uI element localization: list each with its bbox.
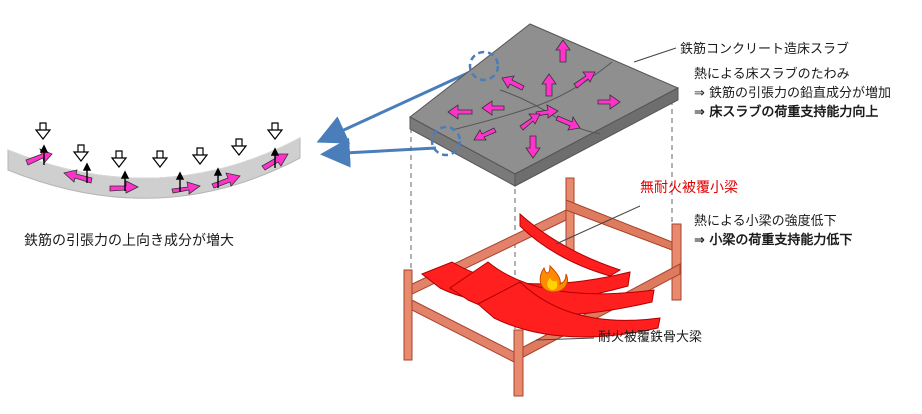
main-beam-title-label: 耐火被覆鉄骨大梁 — [598, 330, 703, 345]
load-arrow-icon — [72, 144, 90, 162]
slab-effect-line-3: ⇒ 床スラブの荷重支持能力向上 — [694, 105, 879, 120]
rebar-caption-label: 鉄筋の引張力の上向き成分が増大 — [24, 233, 234, 249]
slab-effect-line-1: 熱による床スラブのたわみ — [694, 67, 850, 82]
slab-effect-line-2: ⇒ 鉄筋の引張力の鉛直成分が増加 — [694, 86, 892, 101]
rebar-arrow-icon — [109, 180, 139, 194]
dashed-circle-marker — [430, 125, 462, 157]
load-arrow-icon — [266, 122, 284, 140]
rebar-arrow-icon — [63, 169, 93, 184]
leader-lines — [535, 47, 677, 341]
rebar-arrow-icon — [171, 181, 201, 195]
load-arrows — [34, 122, 284, 168]
unprotected-small-beams — [421, 212, 661, 338]
upward-components — [39, 144, 280, 192]
small-beam-title-label: 無耐火被覆小梁 — [640, 180, 738, 196]
deflected-slab-section — [7, 137, 301, 199]
load-arrow-icon — [191, 147, 209, 165]
load-arrow-icon — [110, 150, 128, 168]
dashed-circle-marker — [468, 50, 500, 82]
beam-effect-line-1: 熱による小梁の強度低下 — [694, 214, 837, 229]
beam-effect-line-2: ⇒ 小梁の荷重支持能力低下 — [694, 233, 853, 248]
flame-icon — [539, 264, 568, 293]
rebar-arrow-icon — [25, 148, 53, 166]
callout-arrows — [316, 70, 471, 168]
floor-slab — [409, 23, 680, 187]
slab-title-label: 鉄筋コンクリート造床スラブ — [680, 42, 850, 57]
slab-rebar-arrows — [447, 39, 621, 159]
load-arrow-icon — [34, 122, 52, 140]
rebar-arrow-icon — [211, 172, 241, 189]
load-arrow-icon — [151, 150, 169, 168]
load-arrow-icon — [230, 138, 248, 156]
steel-frame — [403, 177, 682, 397]
